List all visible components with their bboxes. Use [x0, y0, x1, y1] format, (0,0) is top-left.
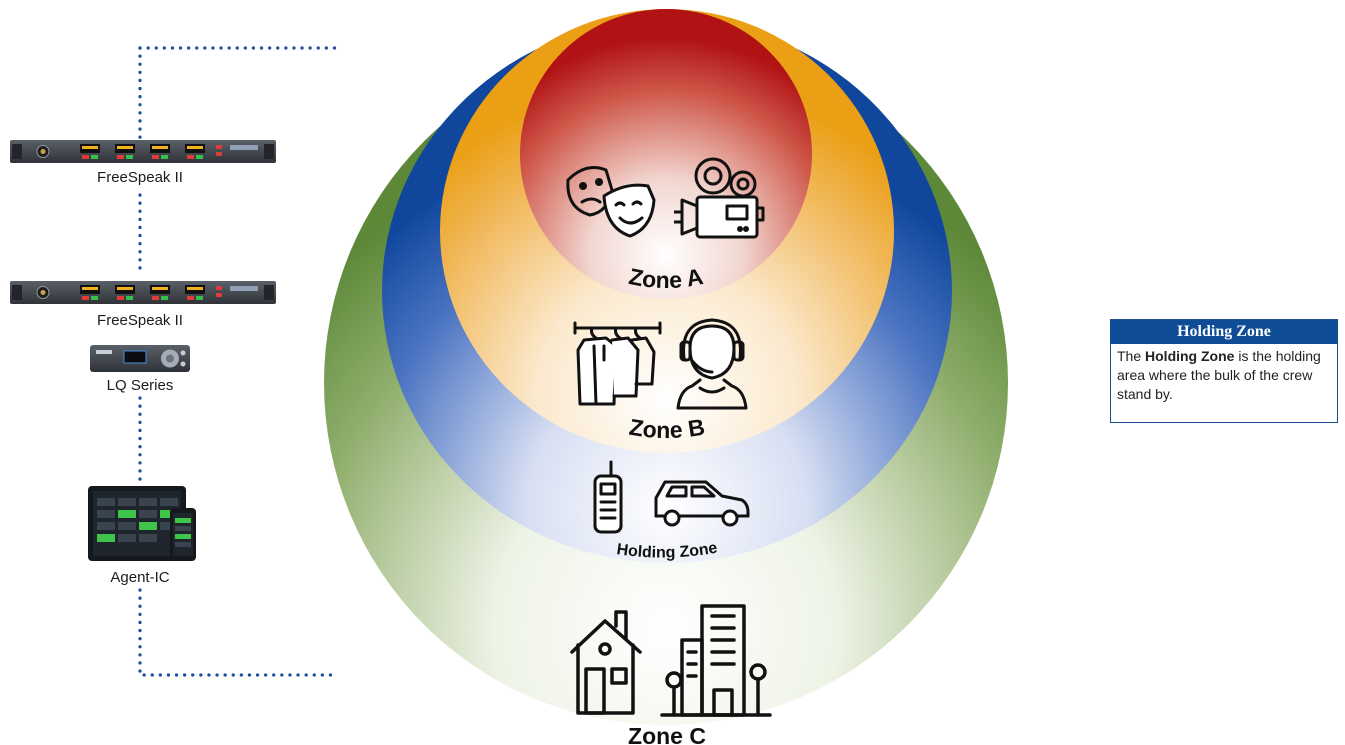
info-text-prefix: The	[1117, 348, 1146, 364]
film-camera-icon	[674, 157, 765, 239]
zone-b-label: Zone B	[627, 414, 706, 444]
lq-series-label: LQ Series	[106, 377, 174, 394]
info-box-title: Holding Zone	[1111, 320, 1337, 344]
office-building-icon	[660, 604, 772, 717]
headset-operator-icon	[676, 318, 748, 410]
lq-series-device	[90, 345, 190, 372]
info-text-bold: Holding Zone	[1145, 348, 1235, 364]
info-text-rest: is the holding area where the bulk of th…	[1117, 348, 1321, 402]
dotted-connector	[138, 46, 340, 677]
theater-masks-icon	[566, 166, 656, 238]
zone-c-label: Zone C	[628, 723, 706, 745]
walkie-talkie-icon	[593, 460, 623, 534]
holding-zone-info-box: Holding Zone The Holding Zone is the hol…	[1110, 319, 1338, 423]
agent-ic-tablet-phone	[88, 486, 196, 561]
zone-a-label: Zone A	[627, 263, 705, 293]
house-icon	[570, 610, 642, 715]
freespeak-ii-unit-2	[10, 281, 276, 304]
freespeak-ii-label-2: FreeSpeak II	[97, 312, 183, 329]
car-icon	[654, 480, 750, 527]
holding-zone-label: Holding Zone	[616, 540, 719, 562]
info-box-text: The Holding Zone is the holding area whe…	[1111, 344, 1337, 407]
clothes-rack-icon	[573, 321, 662, 406]
agent-ic-label: Agent-IC	[110, 569, 170, 586]
freespeak-ii-label-1: FreeSpeak II	[97, 169, 183, 186]
freespeak-ii-unit-1	[10, 140, 276, 163]
zone-a-circle	[520, 9, 812, 299]
